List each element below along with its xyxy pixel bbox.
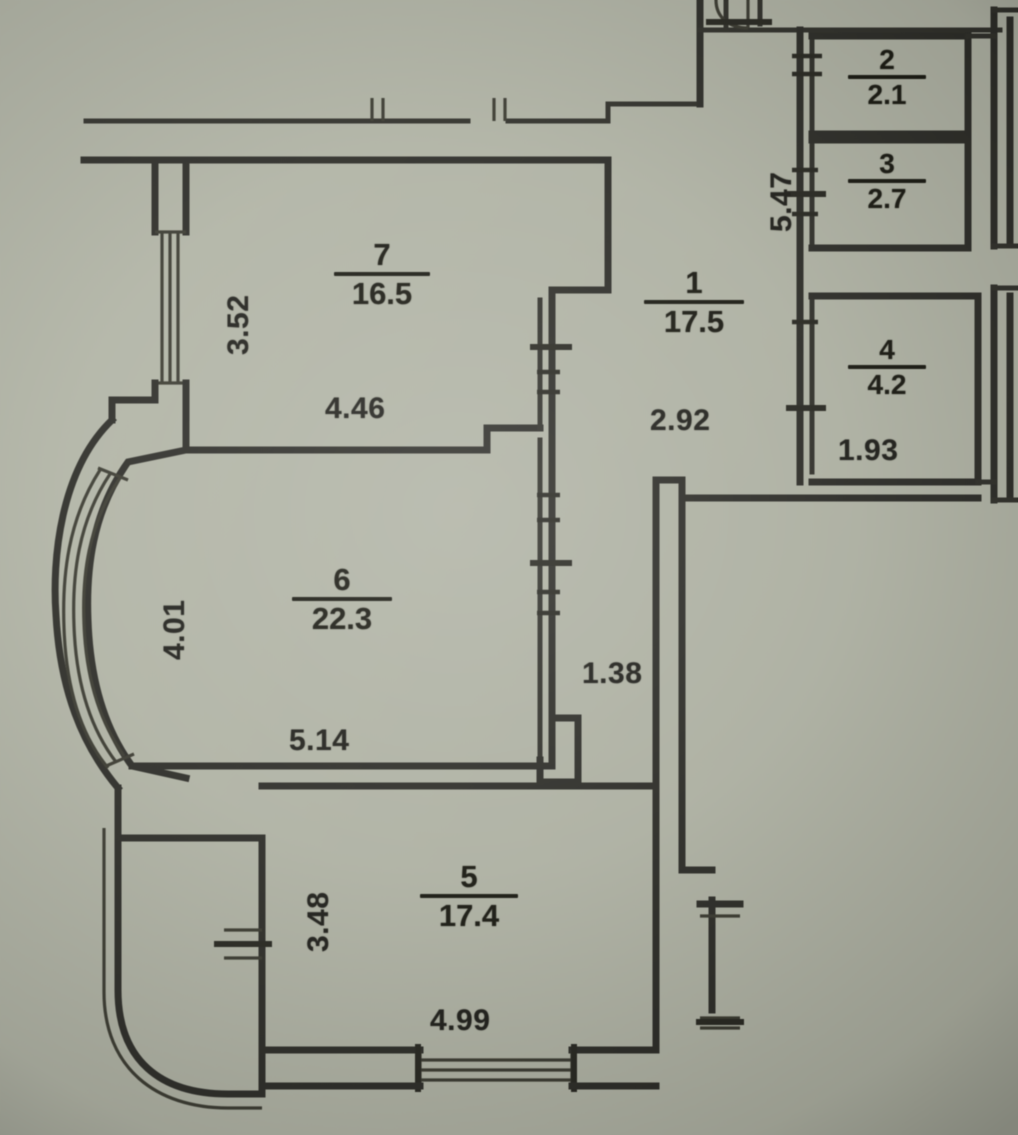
room-area-5: 17.4 xyxy=(438,898,500,933)
room-number-5: 5 xyxy=(460,859,478,894)
room-label-6: 6 22.3 xyxy=(292,562,392,636)
dimension-room7-height: 3.52 xyxy=(222,294,255,355)
room-area-3: 2.7 xyxy=(867,182,907,214)
room-label-7: 7 16.5 xyxy=(334,237,430,311)
hall-right-walls xyxy=(652,476,982,1030)
room-number-1: 1 xyxy=(685,265,703,300)
room-divider-2 xyxy=(848,75,926,79)
room7-room6-partition xyxy=(182,424,544,454)
room-number-2: 2 xyxy=(879,44,895,75)
room-area-2: 2.1 xyxy=(867,78,907,110)
dimension-room5-width: 4.99 xyxy=(430,1004,491,1037)
dimension-room6-height: 4.01 xyxy=(158,599,191,660)
dimension-room4-width: 1.93 xyxy=(838,434,899,467)
room-area-7: 16.5 xyxy=(351,276,413,311)
room-number-3: 3 xyxy=(879,148,895,179)
room-area-6: 22.3 xyxy=(311,601,373,636)
dimension-room5-height: 3.48 xyxy=(302,891,335,952)
room-number-6: 6 xyxy=(333,562,351,597)
dimension-room6-width: 5.14 xyxy=(289,724,350,757)
central-vertical-partition xyxy=(530,179,612,786)
room-divider-3 xyxy=(848,179,926,183)
room-area-1: 17.5 xyxy=(663,304,725,339)
room-label-3: 3 2.7 xyxy=(848,150,926,214)
room-label-1: 1 17.5 xyxy=(644,265,744,339)
room-number-4: 4 xyxy=(879,334,895,365)
dimension-room7-width: 4.46 xyxy=(325,392,386,425)
dimension-corridor-width: 1.38 xyxy=(582,657,643,690)
room-label-4: 4 4.2 xyxy=(848,336,926,400)
room-divider-4 xyxy=(848,365,926,369)
room-label-5: 5 17.4 xyxy=(420,859,518,933)
dimension-right-block-height: 5.47 xyxy=(765,171,798,232)
room-number-7: 7 xyxy=(373,237,391,272)
room-label-2: 2 2.1 xyxy=(848,46,926,110)
dimension-room1-width: 2.92 xyxy=(650,404,711,437)
lower-balcony xyxy=(102,784,272,1110)
room-area-4: 4.2 xyxy=(867,368,907,400)
